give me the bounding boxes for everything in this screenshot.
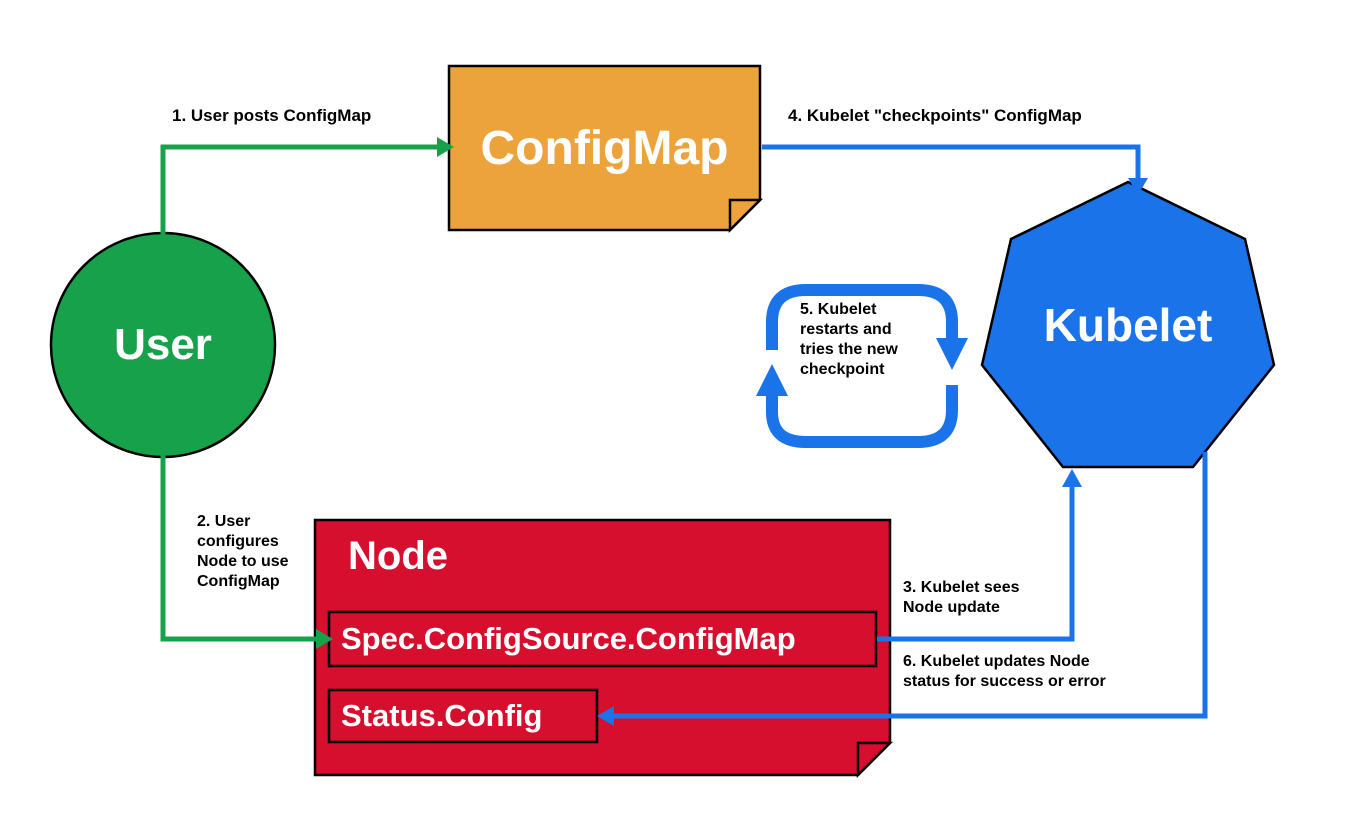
kubelet-label: Kubelet [1043,298,1213,351]
step5-annotation: 5. Kubelet restarts and tries the new ch… [800,301,898,378]
arrow-step6-kubelet-to-node-status [614,452,1208,719]
arrow-step2-user-to-node [160,454,316,642]
step4-annotation: 4. Kubelet "checkpoints" ConfigMap [788,106,1082,125]
arrowhead-step4 [1128,178,1148,195]
kubelet-heptagon-shape [980,180,1276,469]
status-config-label: Status.Config [341,698,543,733]
configmap-note-fold-corner [728,198,764,234]
step3-annotation: 3. Kubelet sees Node update [903,579,1020,616]
restart-loop-arrowhead-down [936,338,968,370]
node-title: Node [348,533,448,578]
arrowhead-step6 [597,706,614,726]
arrow-step4-configmap-to-kubelet [762,144,1141,180]
arrowhead-step1 [437,137,454,157]
step6-annotation: 6. Kubelet updates Node status for succe… [903,653,1106,690]
step1-annotation: 1. User posts ConfigMap [172,106,372,125]
step2-annotation: 2. User configures Node to use ConfigMap [197,513,289,590]
node-note-fold-corner [856,741,894,779]
configmap-label: ConfigMap [480,121,729,175]
arrow-step3-node-to-kubelet [877,485,1075,642]
restart-loop-arc-bottom [766,385,958,448]
user-label: User [114,320,212,369]
restart-loop-arc-top [766,284,958,350]
arrowhead-step3 [1062,469,1082,487]
restart-loop-arrowhead-up [756,364,788,396]
arrowhead-step2 [316,629,333,649]
spec-configsource-label: Spec.ConfigSource.ConfigMap [341,621,796,656]
arrow-step1-user-to-configmap [160,144,437,236]
